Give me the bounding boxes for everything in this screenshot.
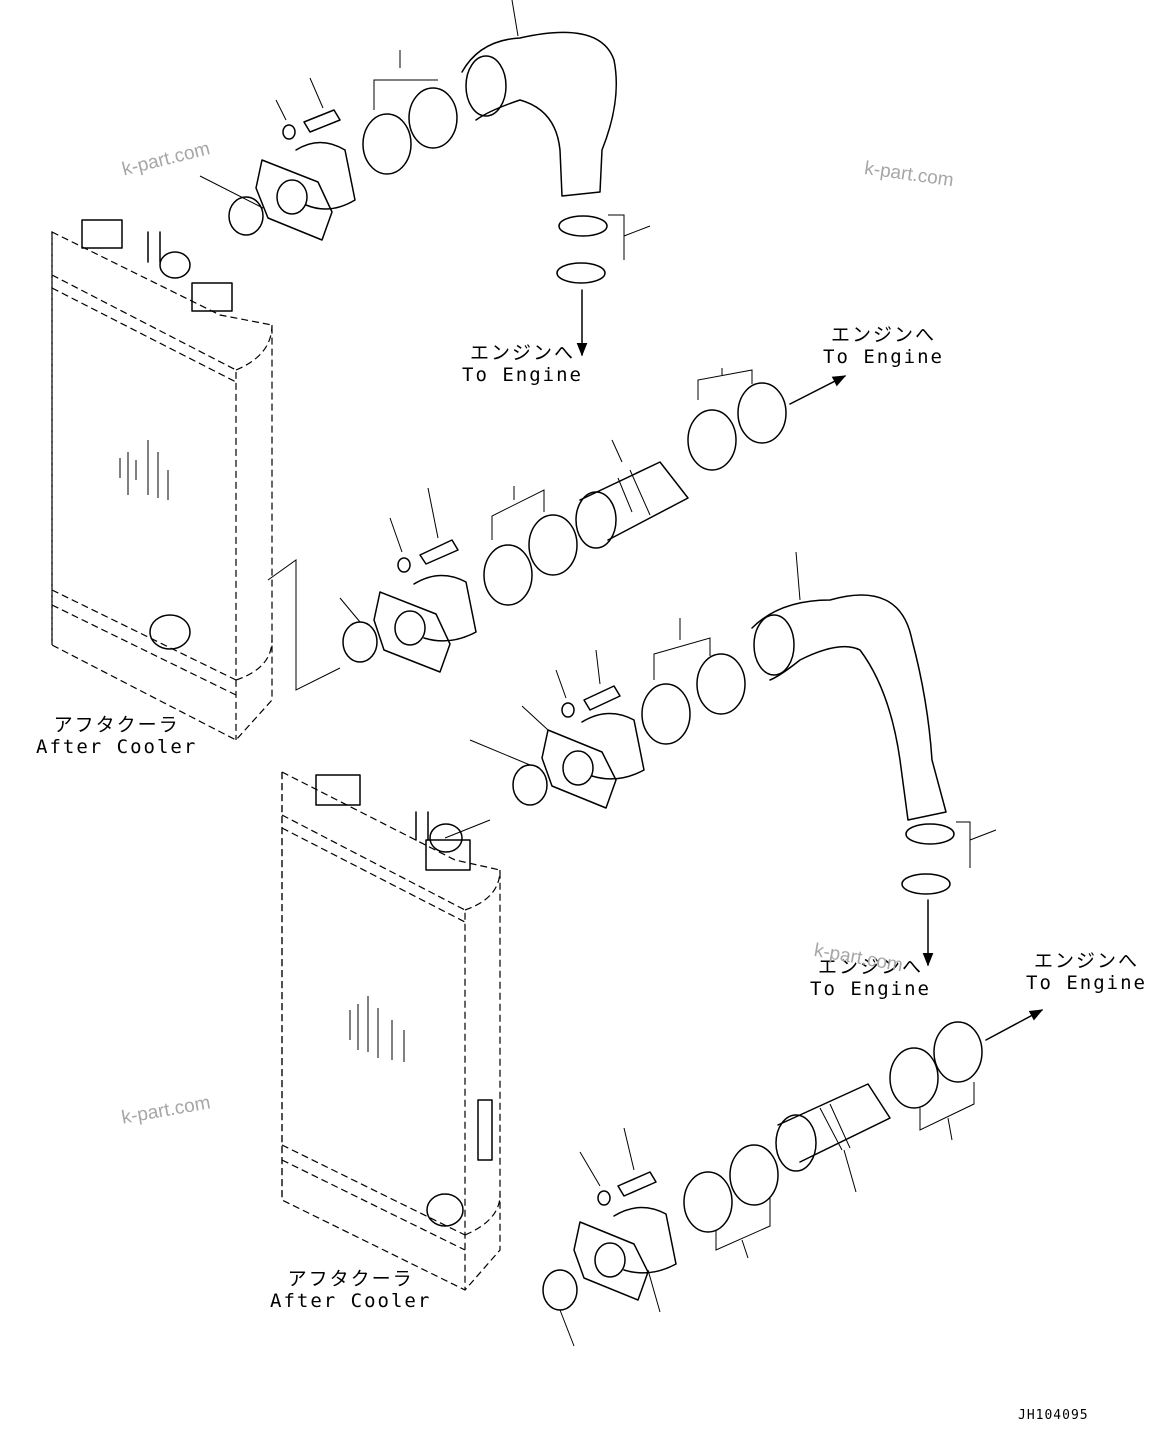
to-engine-label-3: エンジンへ To Engine [810, 956, 931, 1000]
to-engine-jp-2: エンジンへ [830, 324, 936, 346]
after-cooler-en-1: After Cooler [36, 736, 198, 758]
assembly-row-3 [469, 551, 997, 967]
to-engine-label-1: エンジンへ To Engine [462, 342, 583, 386]
after-cooler-label-2: アフタクーラ After Cooler [270, 1268, 431, 1312]
assembly-row-4 [542, 1009, 1044, 1347]
after-cooler-jp-1: アフタクーラ [53, 714, 180, 736]
to-engine-en-2: To Engine [823, 346, 944, 368]
after-cooler-upper [51, 219, 273, 741]
after-cooler-en-2: After Cooler [270, 1290, 432, 1312]
to-engine-label-2: エンジンへ To Engine [823, 324, 944, 368]
after-cooler-label-1: アフタクーラ After Cooler [36, 714, 197, 758]
to-engine-en-3: To Engine [810, 978, 931, 1000]
assembly-row-1 [199, 0, 651, 357]
drawing-code: JH104095 [1018, 1408, 1089, 1423]
to-engine-en-4: To Engine [1026, 972, 1147, 994]
after-cooler-jp-2: アフタクーラ [287, 1268, 414, 1290]
to-engine-jp-1: エンジンへ [469, 342, 575, 364]
to-engine-en-1: To Engine [462, 364, 583, 386]
to-engine-label-4: エンジンへ To Engine [1026, 950, 1147, 994]
to-engine-jp-3: エンジンへ [817, 956, 923, 978]
assembly-row-2 [339, 368, 847, 673]
to-engine-jp-4: エンジンへ [1033, 950, 1139, 972]
after-cooler-lower [281, 771, 501, 1291]
